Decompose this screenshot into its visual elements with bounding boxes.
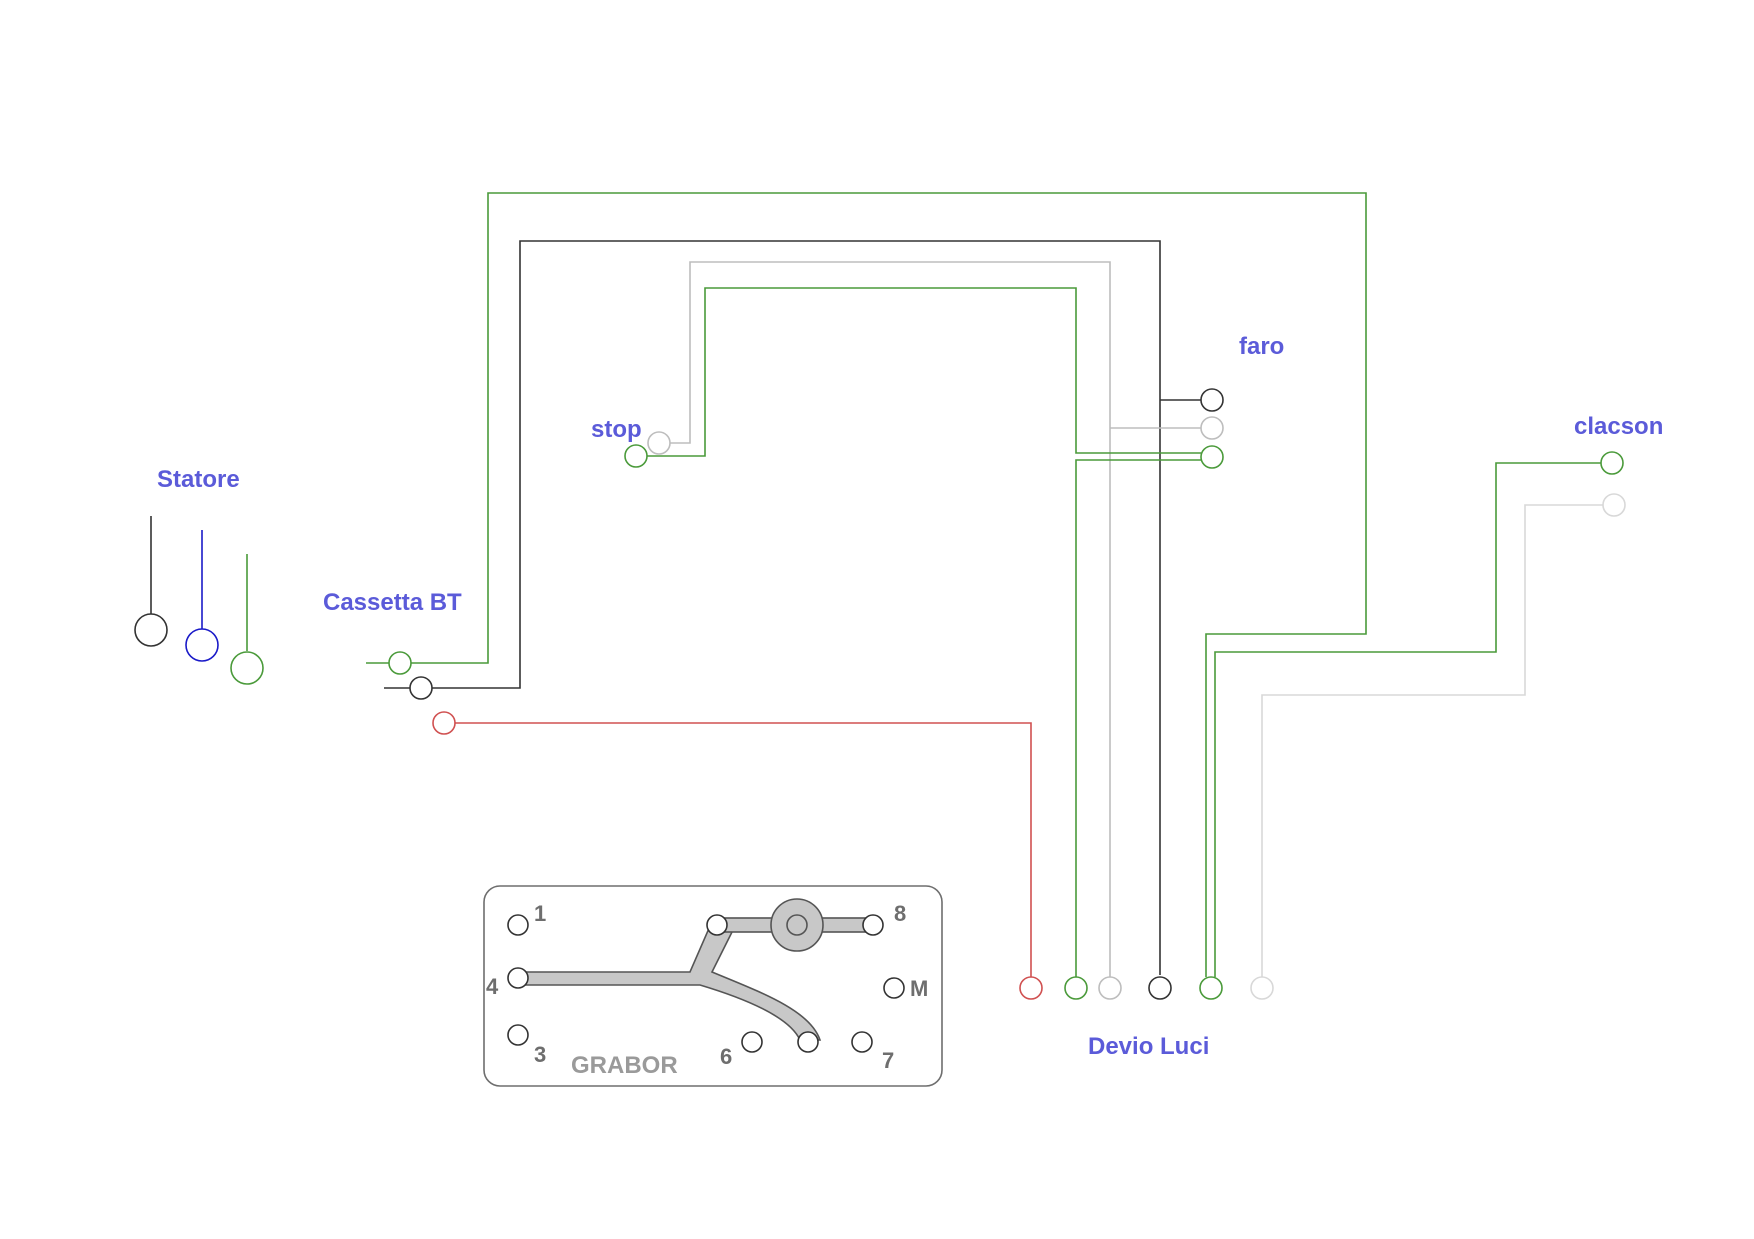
label-clacson: clacson — [1574, 413, 1663, 440]
cassetta-terminal-red — [432, 711, 456, 735]
wire-red-cassetta-devio — [454, 722, 1032, 977]
grabor-pin-label-4: 4 — [486, 974, 499, 999]
grabor-pin-label-3: 3 — [534, 1042, 546, 1067]
faro-terminal-green — [1200, 445, 1224, 469]
wire-grey-stop-devio — [667, 261, 1111, 977]
grabor-pin-label-M: M — [910, 976, 928, 1001]
devio-terminal-black — [1148, 976, 1172, 1000]
grabor-pin-6 — [741, 1031, 763, 1053]
grabor-contact-bridge — [517, 898, 875, 1041]
clacson-terminal-green — [1600, 451, 1624, 475]
wire-black-cassetta-devio — [384, 240, 1161, 975]
devio-terminal-grey — [1098, 976, 1122, 1000]
grabor-name: GRABOR — [571, 1052, 678, 1079]
label-statore: Statore — [157, 466, 240, 493]
wires — [150, 192, 1603, 977]
faro-terminal-black — [1200, 388, 1224, 412]
terminals — [134, 388, 1626, 1000]
label-devio-luci: Devio Luci — [1088, 1033, 1209, 1060]
stop-terminal-green — [624, 444, 648, 468]
label-cassetta-bt: Cassetta BT — [323, 589, 462, 616]
grabor-switch: 1 8 4 M 3 6 7 GRABOR — [483, 885, 943, 1087]
grabor-pin-4 — [507, 967, 529, 989]
label-faro: faro — [1239, 333, 1284, 360]
grabor-pin-7 — [851, 1031, 873, 1053]
grabor-pin-label-8: 8 — [894, 901, 906, 926]
devio-terminal-red — [1019, 976, 1043, 1000]
grabor-pin-3 — [507, 1024, 529, 1046]
faro-terminal-grey — [1200, 416, 1224, 440]
wire-green-clacson-devio — [1214, 462, 1601, 977]
wire-green-faro-devio — [1075, 459, 1201, 977]
grabor-pin-1 — [507, 914, 529, 936]
grabor-pin-5 — [797, 1031, 819, 1053]
cassetta-terminal-black — [409, 676, 433, 700]
grabor-pin-label-6: 6 — [720, 1044, 732, 1069]
wire-lightgrey-clacson-devio — [1261, 504, 1603, 977]
clacson-terminal-lightgrey — [1602, 493, 1626, 517]
stop-terminal-grey — [647, 431, 671, 455]
statore-terminal-black — [134, 613, 168, 647]
devio-terminal-green-1 — [1064, 976, 1088, 1000]
statore-terminal-blue — [185, 628, 219, 662]
grabor-pin-8 — [862, 914, 884, 936]
cassetta-terminal-green — [388, 651, 412, 675]
grabor-pin-label-1: 1 — [534, 901, 546, 926]
label-stop: stop — [591, 416, 642, 443]
wire-green-cassetta-devio — [366, 192, 1367, 977]
wire-green-stop-faro — [645, 287, 1201, 457]
devio-terminal-green-2 — [1199, 976, 1223, 1000]
grabor-pin-M — [883, 977, 905, 999]
devio-terminal-lightgrey — [1250, 976, 1274, 1000]
grabor-pin-label-7: 7 — [882, 1048, 894, 1073]
statore-terminal-green — [230, 651, 264, 685]
grabor-pin-2 — [706, 914, 728, 936]
